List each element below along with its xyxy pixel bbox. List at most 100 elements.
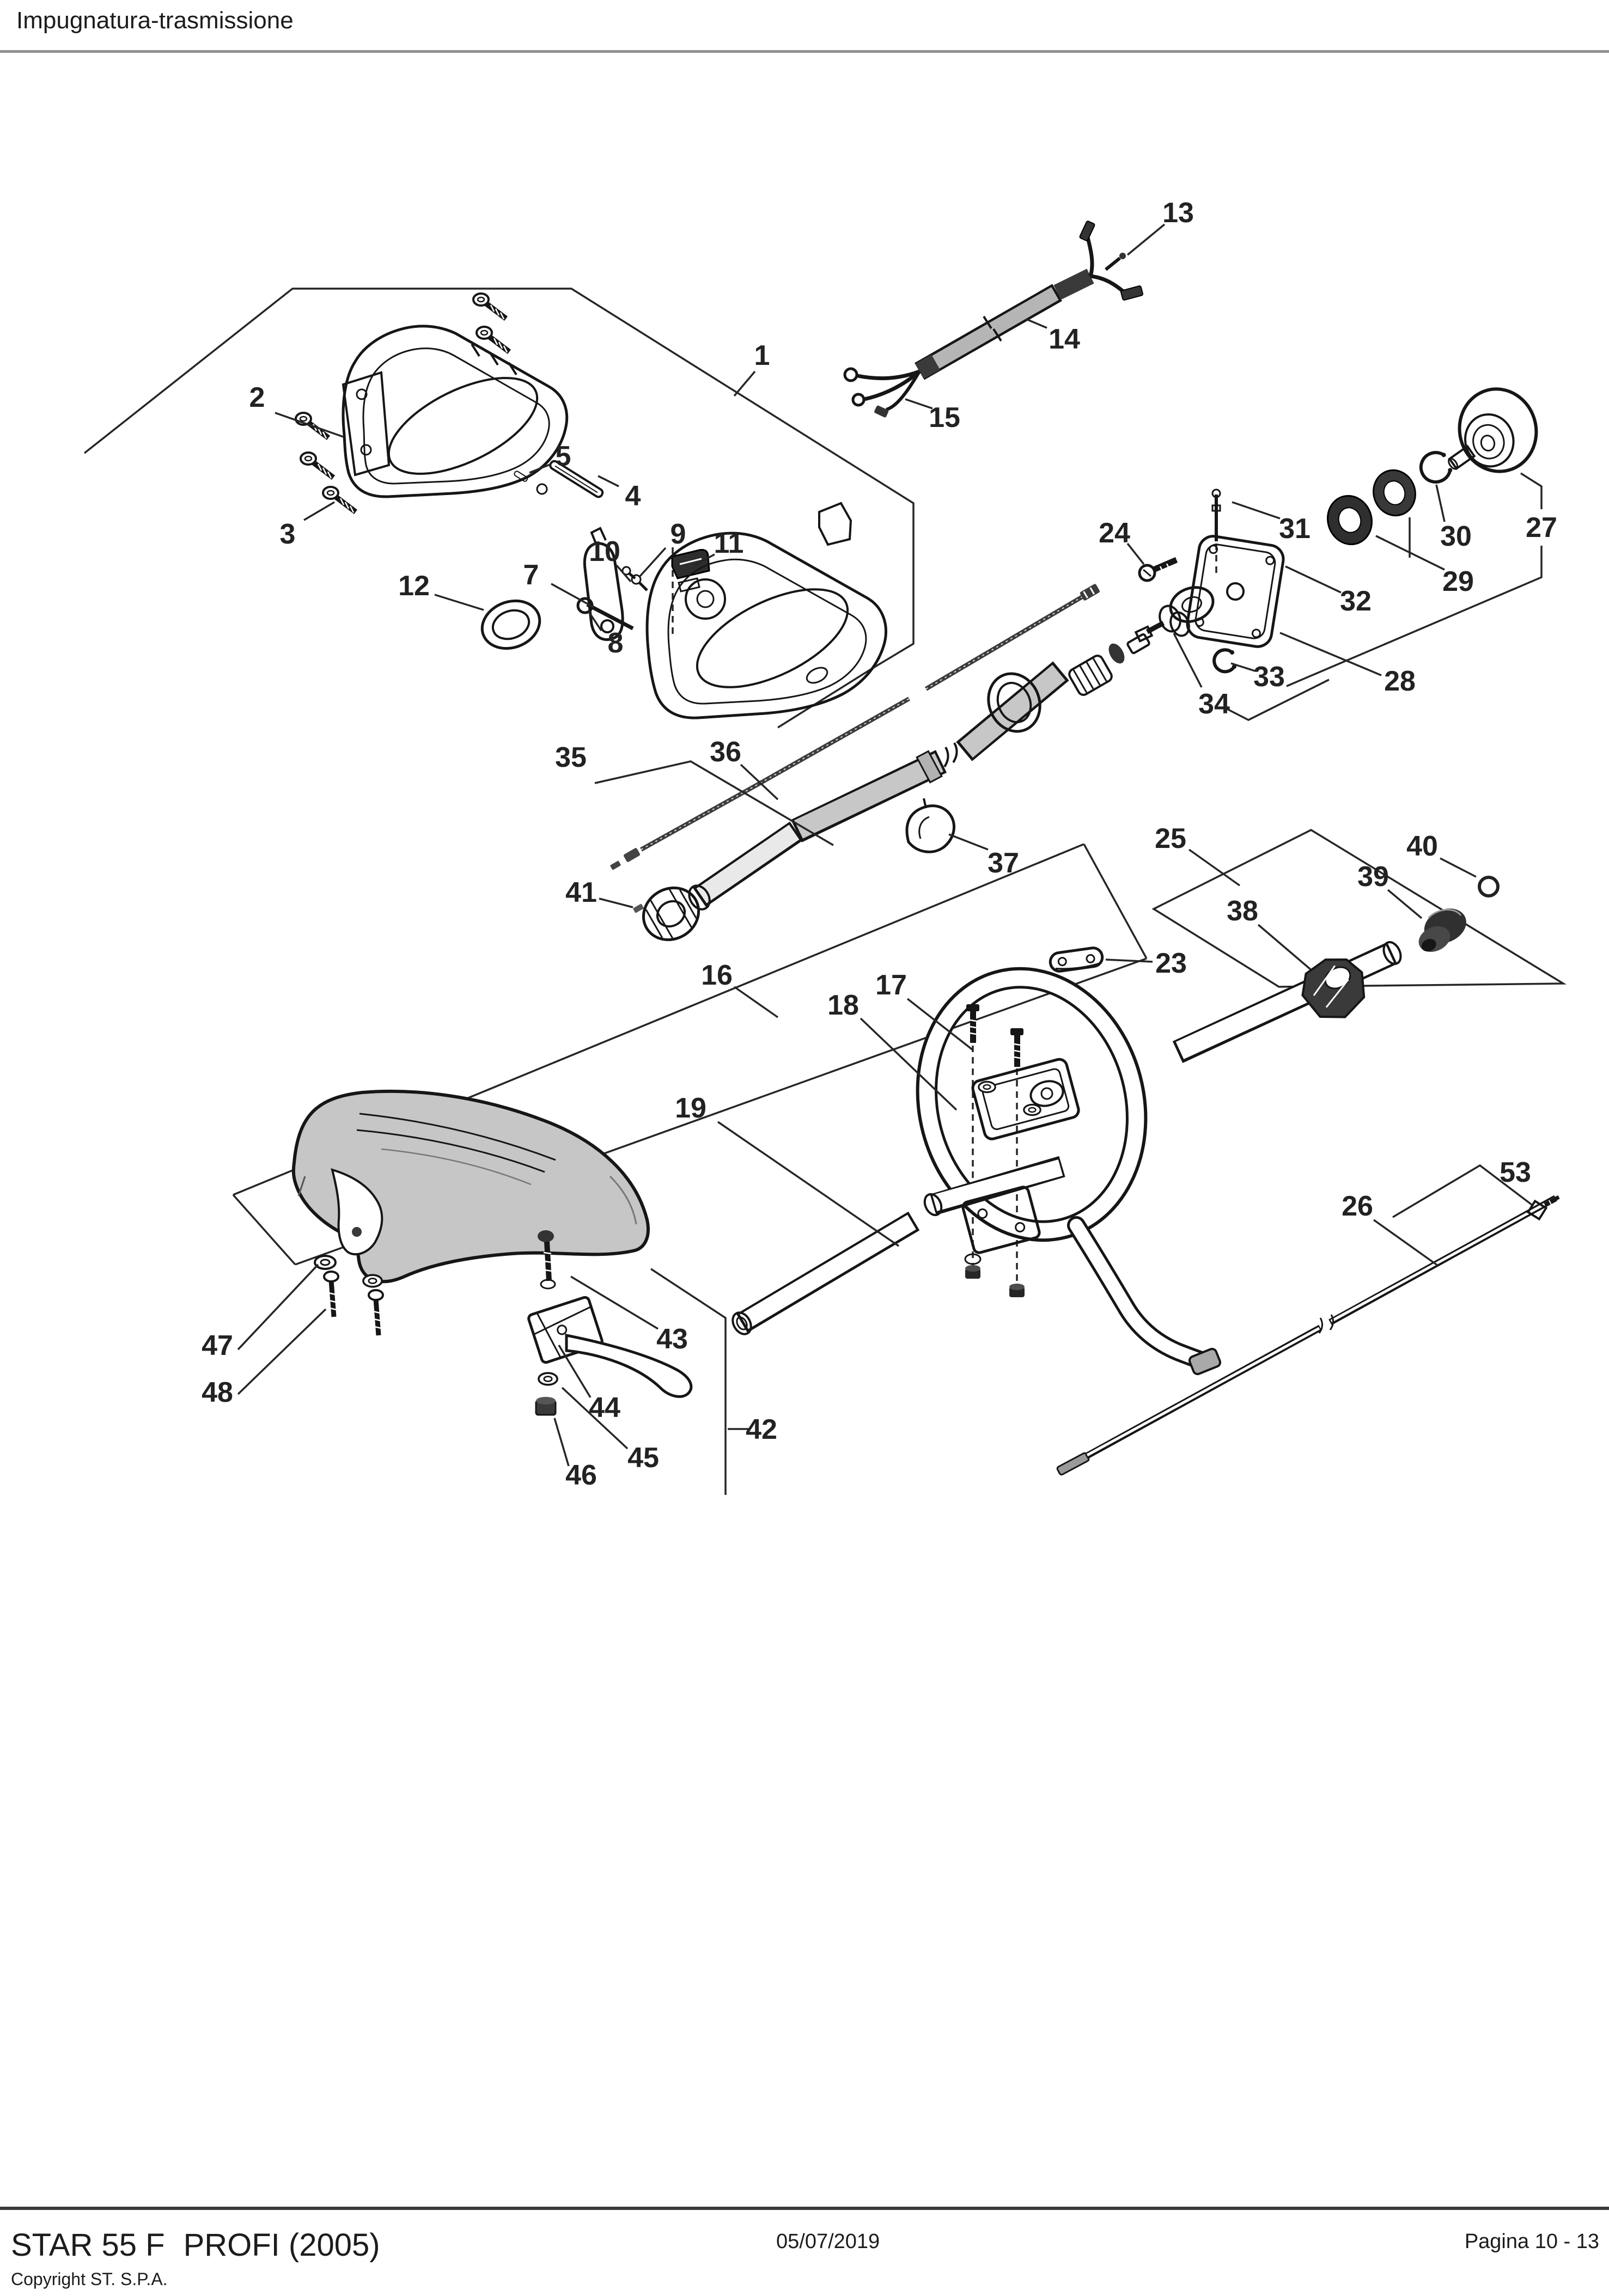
leader-line-26 xyxy=(1373,1219,1439,1267)
part-number-47: 47 xyxy=(202,1330,233,1361)
threaded-bushing-drawing xyxy=(1418,908,1466,952)
leader-line-27 xyxy=(1520,472,1543,509)
bar-bolt xyxy=(536,483,548,495)
part-number-7: 7 xyxy=(523,559,539,591)
wiring-harness-drawing xyxy=(843,221,1144,418)
leader-line-43 xyxy=(570,1275,659,1330)
leader-line-41 xyxy=(599,897,633,908)
part-number-27: 27 xyxy=(1526,512,1557,544)
leader-line-48 xyxy=(237,1308,327,1395)
leader-line-18 xyxy=(860,1017,958,1111)
part-number-30: 30 xyxy=(1440,521,1472,552)
boom-tube-lower xyxy=(732,1211,920,1335)
leader-line-9 xyxy=(639,547,667,577)
leader-line-24 xyxy=(1126,542,1145,565)
group-outline-lower-unit xyxy=(232,843,1148,1266)
o-ring-drawing xyxy=(1478,876,1500,897)
part-number-24: 24 xyxy=(1099,517,1130,549)
part-number-12: 12 xyxy=(398,570,430,602)
leader-line-17 xyxy=(906,998,974,1051)
leader-line-30 xyxy=(1435,484,1446,522)
part-number-26: 26 xyxy=(1342,1190,1373,1222)
part-number-38: 38 xyxy=(1227,895,1258,927)
leader-line-25 xyxy=(1188,848,1241,887)
leader-line-44 xyxy=(558,1345,592,1398)
leader-line-1 xyxy=(733,370,756,397)
part-number-34: 34 xyxy=(1198,688,1230,720)
leader-line-31 xyxy=(1232,501,1281,520)
collar-ring-drawing xyxy=(480,599,541,650)
guard-hardware-drawing xyxy=(314,1230,693,1416)
throttle-rod-bar xyxy=(549,460,604,498)
leader-line-29 xyxy=(1375,535,1445,571)
gearhead-tube-drawing xyxy=(1172,941,1402,1063)
leader-line-28 xyxy=(1279,632,1382,676)
small-pin xyxy=(514,471,528,482)
clutch-drum-drawing xyxy=(1448,387,1538,473)
leader-line-4 xyxy=(598,475,619,487)
part-number-37: 37 xyxy=(988,847,1019,879)
leader-line-5 xyxy=(529,463,552,474)
leader-line-3 xyxy=(303,501,335,521)
page-title: Impugnatura-trasmissione xyxy=(16,7,294,34)
clutch-housing-plate-drawing xyxy=(1169,535,1285,648)
handle-housing-upper-drawing xyxy=(342,325,569,498)
part-number-43: 43 xyxy=(656,1323,688,1355)
part-number-10: 10 xyxy=(589,536,620,567)
part-number-28: 28 xyxy=(1384,665,1416,697)
c-clip-drawing xyxy=(1212,648,1236,674)
part-number-15: 15 xyxy=(929,402,960,433)
leader-line-32 xyxy=(1285,565,1342,594)
part-number-44: 44 xyxy=(589,1392,620,1424)
shaft-pin-drawing xyxy=(1211,488,1221,541)
part-number-41: 41 xyxy=(565,877,597,908)
part-number-35: 35 xyxy=(555,742,587,773)
part-number-2: 2 xyxy=(249,382,265,413)
part-number-32: 32 xyxy=(1340,585,1372,617)
leader-line-7 xyxy=(551,583,594,608)
tiny-screws xyxy=(621,566,648,591)
part-number-46: 46 xyxy=(565,1460,597,1491)
cable-clamp-drawing xyxy=(905,798,955,853)
part-number-14: 14 xyxy=(1049,323,1080,355)
part-number-16: 16 xyxy=(701,960,733,991)
part-number-17: 17 xyxy=(875,969,907,1001)
throttle-trigger-drawing xyxy=(583,527,624,641)
housing-screws xyxy=(296,294,509,512)
part-number-9: 9 xyxy=(671,518,686,550)
part-number-3: 3 xyxy=(280,518,296,550)
bracket-bearing-stack xyxy=(1227,517,1411,721)
leader-line-11 xyxy=(693,553,715,566)
leader-line-12 xyxy=(434,594,484,611)
mount-bolt-drawing xyxy=(1138,557,1178,582)
trigger-link-rod xyxy=(586,602,634,631)
leader-line-37 xyxy=(948,833,989,851)
link-plate-drawing xyxy=(1049,947,1104,973)
part-number-45: 45 xyxy=(627,1442,659,1474)
washer-bolt-set-drawing xyxy=(1134,604,1190,643)
part-number-25: 25 xyxy=(1155,823,1186,854)
handle-clamp-drawing xyxy=(961,1003,1080,1297)
leader-line-40 xyxy=(1440,857,1477,878)
stop-switch-drawing xyxy=(671,549,710,593)
part-number-48: 48 xyxy=(202,1377,233,1408)
footer-page-number: Pagina 10 - 13 xyxy=(1465,2230,1599,2253)
footer-date: 05/07/2019 xyxy=(776,2230,880,2253)
header-rule xyxy=(0,50,1609,53)
leader-line-13 xyxy=(1126,223,1166,256)
drive-tube-drawing xyxy=(633,633,1150,942)
footer-rule xyxy=(0,2207,1609,2210)
part-number-11: 11 xyxy=(714,528,744,559)
leader-line-27 xyxy=(1286,546,1543,687)
part-number-23: 23 xyxy=(1155,948,1187,979)
leader-line-10 xyxy=(615,564,632,583)
boom-tube-mid xyxy=(923,1156,1065,1217)
throttle-cable-drawing xyxy=(610,584,1100,870)
leader-line-39 xyxy=(1387,889,1423,919)
group-outline-gearhead xyxy=(1151,829,1567,988)
leader-line-8 xyxy=(587,610,602,631)
leader-line-45 xyxy=(561,1387,629,1450)
leader-line-53 xyxy=(1392,1164,1533,1218)
